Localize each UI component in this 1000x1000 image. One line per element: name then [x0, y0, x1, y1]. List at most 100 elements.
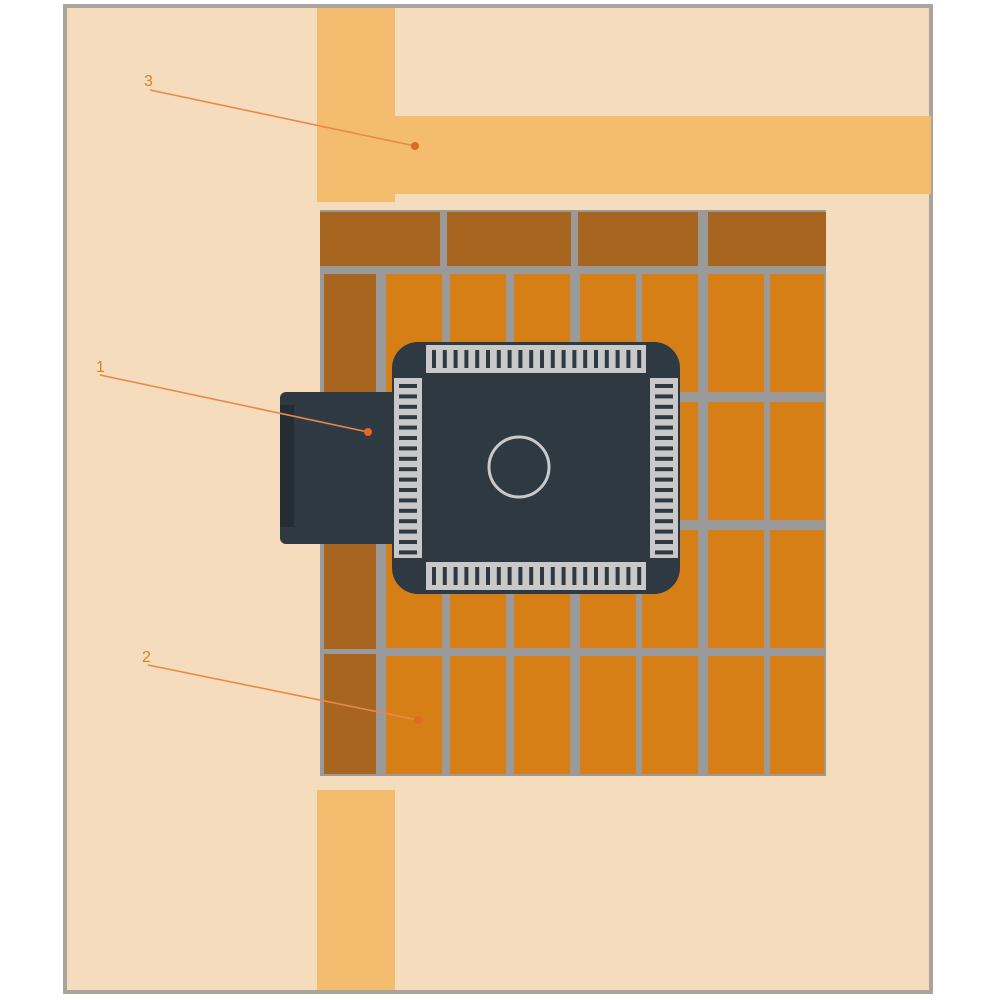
grille-slot: [486, 350, 490, 368]
grille-slot: [655, 394, 673, 399]
grille-slot: [540, 567, 544, 585]
tile-dark: [578, 212, 698, 266]
tile: [580, 656, 636, 774]
tile: [708, 530, 764, 648]
grille-slot: [655, 415, 673, 420]
callouts: 3 1 2: [96, 73, 422, 724]
grille-slot: [518, 567, 523, 585]
grille-slot: [399, 498, 417, 503]
tile-dark: [708, 212, 826, 266]
grille-slot: [399, 425, 417, 430]
grille-slot: [615, 567, 620, 585]
grille-slot: [655, 436, 673, 440]
grille-slot: [464, 567, 469, 585]
air-duct: [317, 8, 931, 990]
grille-slot: [655, 425, 673, 430]
callout-1-label: 1: [96, 359, 105, 376]
stove-firebox: [280, 392, 400, 544]
tile-dark: [320, 212, 440, 266]
tile: [770, 402, 824, 520]
grille-slot: [399, 467, 417, 472]
grille-slot: [637, 350, 642, 368]
stove-grille-top: [426, 345, 646, 373]
grille-slot: [655, 550, 673, 555]
tile-row-top: [320, 212, 826, 266]
tile: [770, 274, 824, 392]
grille-slot: [475, 567, 480, 585]
grille-slot: [453, 567, 458, 585]
grille-slot: [655, 404, 673, 409]
grille-slot: [399, 529, 417, 534]
tile: [514, 656, 570, 774]
grille-slot: [655, 456, 673, 461]
grille-slot: [655, 467, 673, 472]
grille-slot: [594, 567, 598, 585]
grille-slot: [550, 567, 555, 585]
callout-2-label: 2: [142, 649, 151, 666]
grille-slot: [655, 508, 673, 513]
grille-slot: [496, 350, 501, 368]
grille-slot: [655, 498, 673, 503]
grille-slot: [399, 508, 417, 513]
grille-slot: [655, 477, 673, 482]
grille-slot: [432, 350, 436, 368]
grille-slot: [615, 350, 620, 368]
grille-slot: [496, 567, 501, 585]
grille-slot: [604, 350, 609, 368]
grille-slot: [399, 384, 417, 388]
callout-2-dot: [414, 716, 422, 724]
grille-slot: [655, 540, 673, 544]
grille-slot: [399, 436, 417, 440]
grille-slot: [529, 567, 534, 585]
grille-slot: [442, 350, 447, 368]
tile: [708, 656, 764, 774]
stove-firebox-door: [280, 405, 294, 527]
tile: [708, 402, 764, 520]
grille-slot: [507, 350, 512, 368]
grille-slot: [655, 488, 673, 492]
stove-grille-bottom: [426, 562, 646, 590]
grille-slot: [399, 456, 417, 461]
grille-slot: [604, 567, 609, 585]
grille-slot: [561, 567, 566, 585]
grille-slot: [572, 567, 577, 585]
grille-slot: [583, 350, 588, 368]
grille-slot: [561, 350, 566, 368]
grille-slot: [442, 567, 447, 585]
stove-burner-ring: [487, 435, 551, 499]
grille-slot: [529, 350, 534, 368]
grille-slot: [550, 350, 555, 368]
grille-slot: [540, 350, 544, 368]
grille-slot: [399, 540, 417, 544]
grille-slot: [399, 404, 417, 409]
grille-slot: [572, 350, 577, 368]
stove-top-plate: [426, 377, 646, 559]
air-duct-horizontal: [317, 116, 931, 194]
grille-slot: [399, 415, 417, 420]
air-duct-vertical-bottom: [317, 790, 395, 990]
grille-slot: [399, 488, 417, 492]
tile: [770, 530, 824, 648]
grille-slot: [594, 350, 598, 368]
tile: [770, 656, 824, 774]
grille-slot: [518, 350, 523, 368]
grille-slot: [399, 394, 417, 399]
stove-grille-slots: [399, 350, 673, 585]
tile-dark: [324, 528, 376, 646]
grille-slot: [399, 550, 417, 555]
tile: [642, 656, 698, 774]
grille-slot: [583, 567, 588, 585]
grille-slot: [637, 567, 642, 585]
grille-slot: [655, 384, 673, 388]
grille-slot: [453, 350, 458, 368]
callout-1-dot: [364, 428, 372, 436]
callout-3-dot: [411, 142, 419, 150]
grille-slot: [655, 529, 673, 534]
tile: [450, 656, 506, 774]
callout-1-leader: [99, 374, 369, 433]
grille-slot: [486, 567, 490, 585]
tile-dark: [447, 212, 571, 266]
grille-slot: [399, 519, 417, 524]
grille-slot: [464, 350, 469, 368]
